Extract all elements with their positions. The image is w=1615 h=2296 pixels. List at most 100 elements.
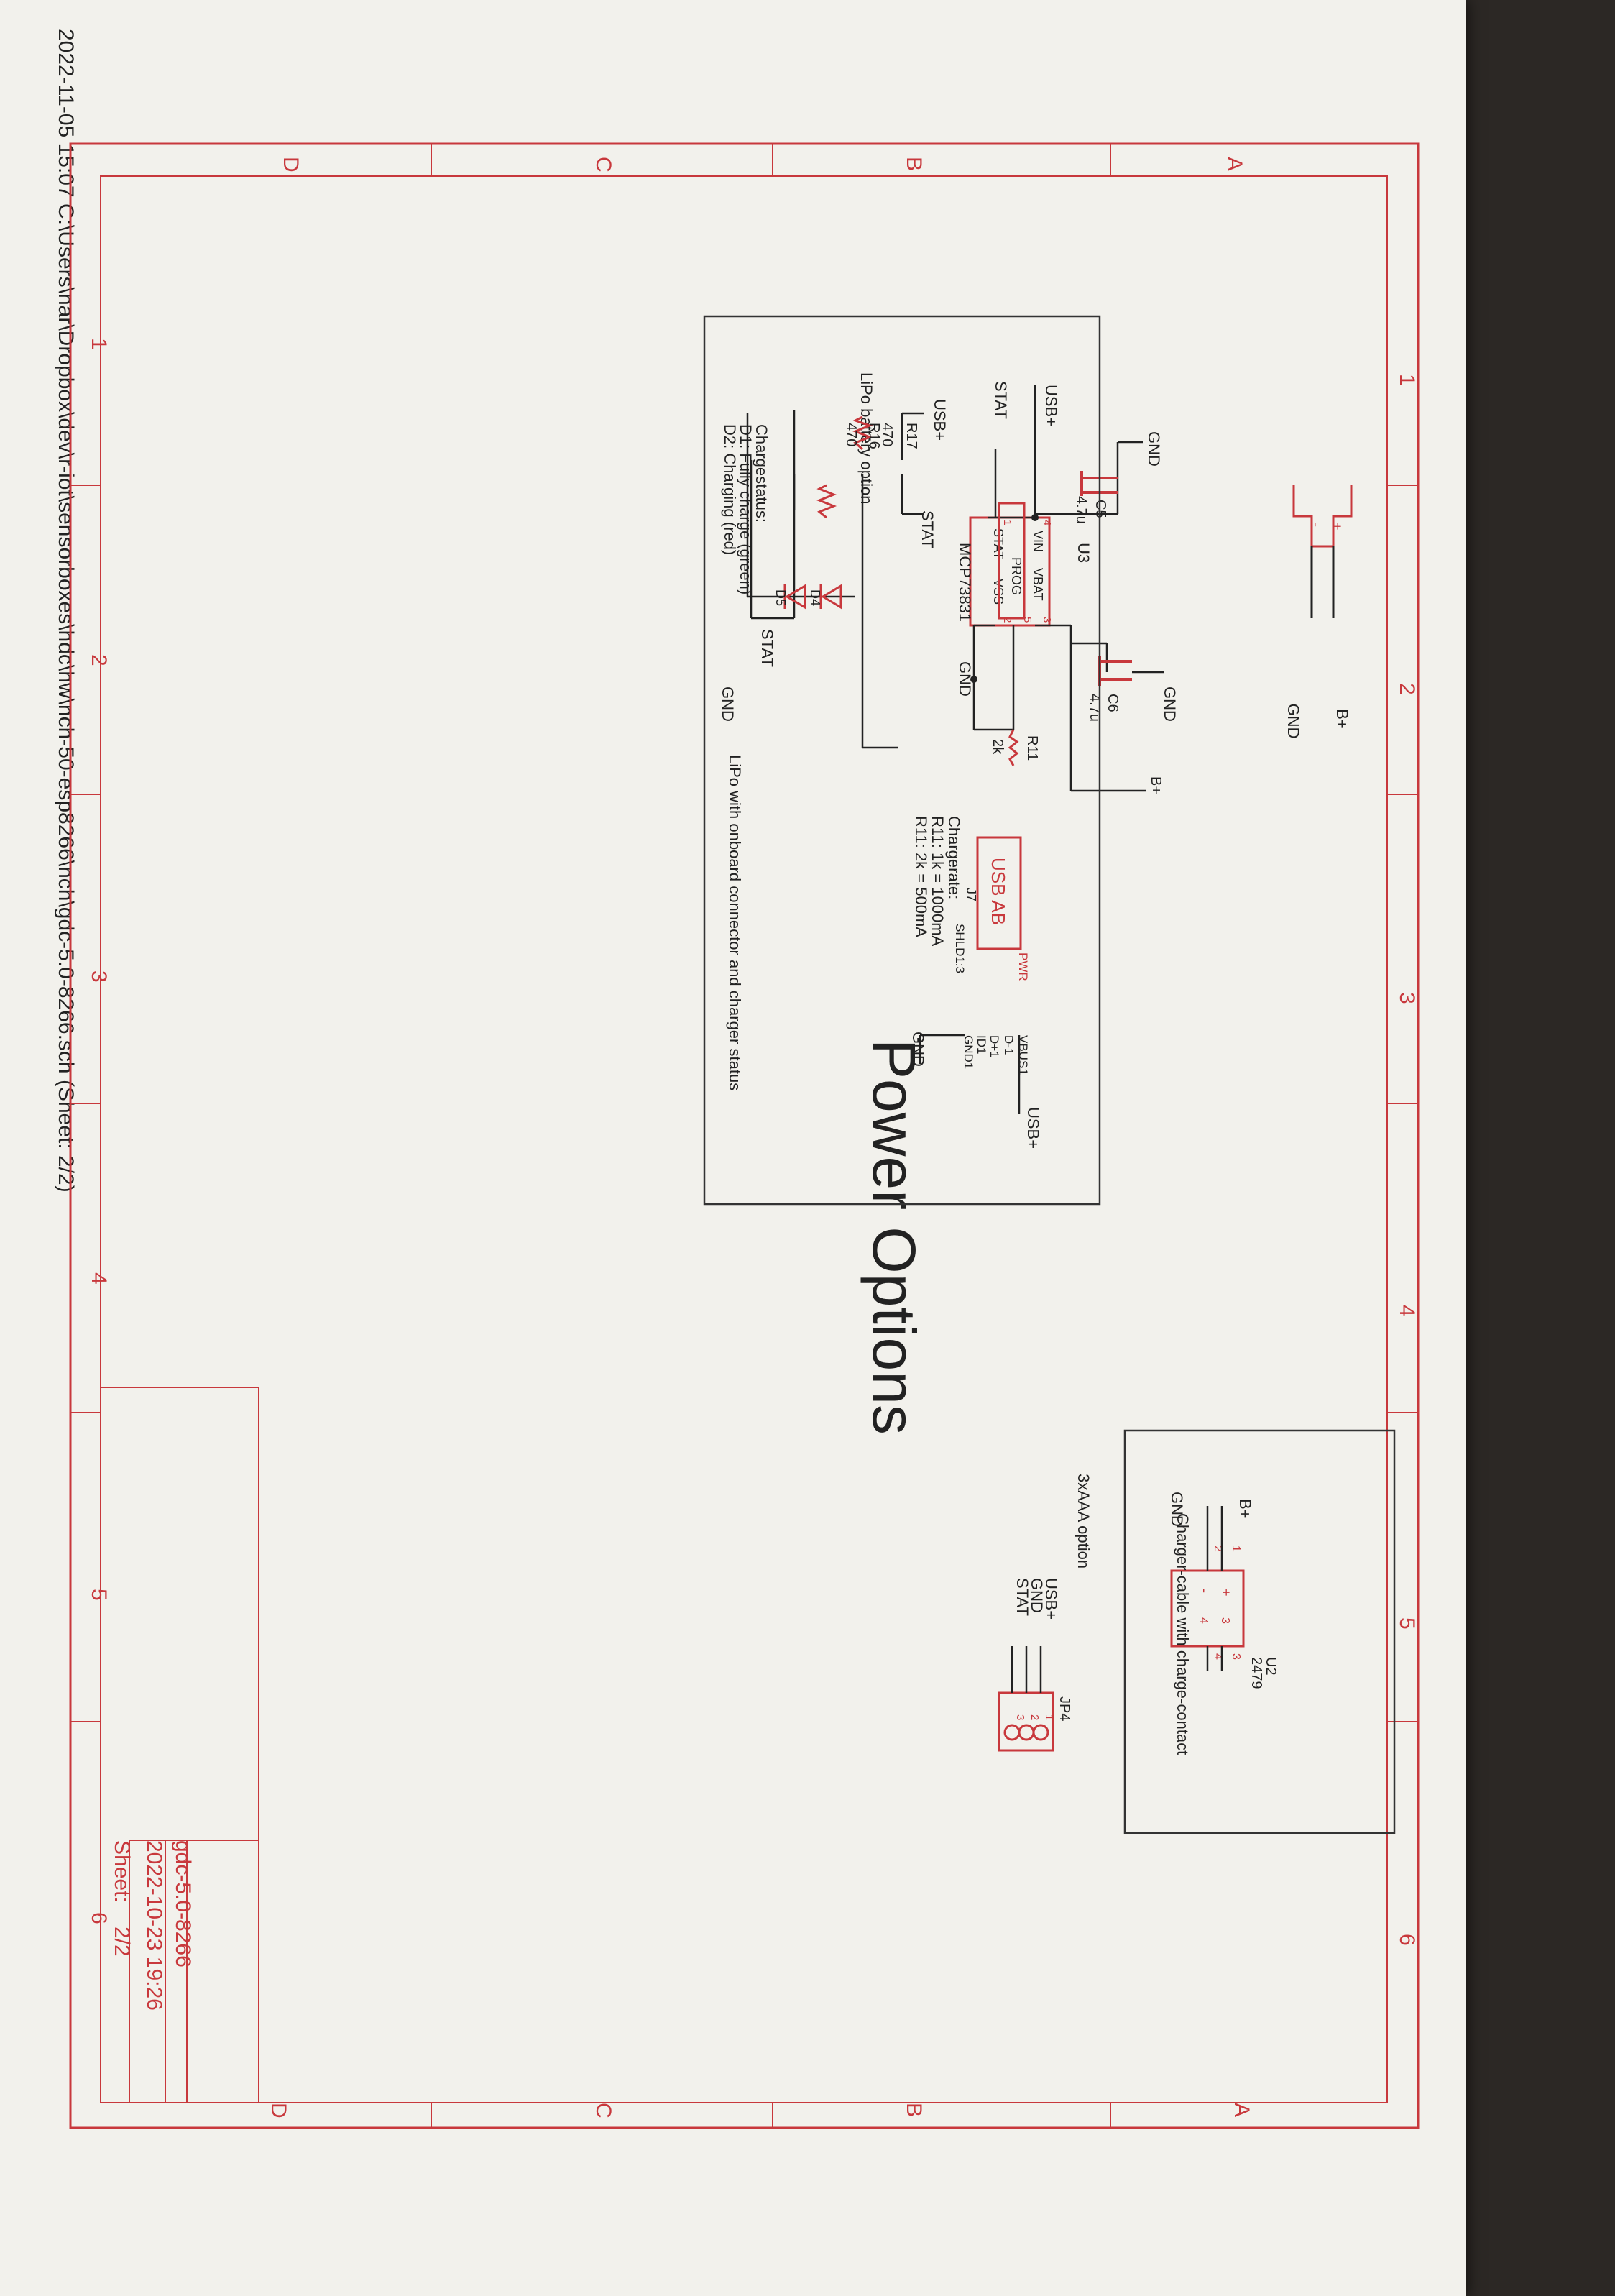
usb-ab-body xyxy=(998,502,1026,620)
col-5-right: 5 xyxy=(1395,1617,1419,1630)
box-stat2-label: STAT xyxy=(758,629,776,667)
row-d-bottom: D xyxy=(267,2103,290,2118)
inner-frame xyxy=(100,175,1388,2103)
u3-pinnum-4: 4 xyxy=(1041,520,1053,525)
charger-section: U3 MCP73831 VIN PROG STAT VBAT VSS 4 1 5… xyxy=(912,381,1179,947)
r16-resistor xyxy=(816,484,837,519)
row-b-bottom: B xyxy=(902,2103,926,2117)
battery-net-bplus: B+ xyxy=(1333,709,1351,729)
chargestatus-d1: D1: Fully charge (green) xyxy=(737,424,755,594)
r17-value: 470 xyxy=(879,423,895,446)
usb-ab-frame xyxy=(976,836,1022,950)
u3-gnd-label: GND xyxy=(956,661,974,697)
u3-pin-prog: PROG xyxy=(1009,557,1023,595)
battery-pin-minus: - xyxy=(1309,523,1323,527)
usb-pin-dplus: D+1 xyxy=(988,1035,1001,1058)
r11-value: 2k xyxy=(990,739,1006,755)
usb-wires xyxy=(919,1034,1021,1114)
chargestatus-title: Chargestatus: xyxy=(753,424,770,523)
row-d-top: D xyxy=(279,157,303,173)
zone-ticks xyxy=(70,144,1418,2128)
c6-value: 4.7u xyxy=(1087,694,1103,722)
d5-led xyxy=(783,584,806,610)
u3-usb-label: USB+ xyxy=(1042,385,1060,426)
aaa-wires xyxy=(1206,1506,1223,1671)
jp4-net-usb: USB+ xyxy=(1042,1578,1060,1620)
page-title: Power Options xyxy=(860,1039,928,1435)
usb-net-usb: USB+ xyxy=(1024,1107,1042,1149)
u2-pin-4-inner: 4 xyxy=(1197,1617,1210,1624)
chargerate-line-2: R11: 2k = 500mA xyxy=(912,816,930,937)
battery-net-gnd: GND xyxy=(1284,704,1302,739)
aaa-net-bplus: B+ xyxy=(1236,1499,1254,1519)
battery-connector xyxy=(1292,485,1353,548)
col-5-left: 5 xyxy=(87,1589,111,1601)
c6-capacitor xyxy=(1098,656,1132,686)
u2-ref: U2 xyxy=(1263,1657,1279,1676)
row-a-top: A xyxy=(1223,157,1246,171)
charger-wires xyxy=(972,385,1146,792)
u2-plus: + xyxy=(1219,1589,1233,1597)
c6-gnd-label: GND xyxy=(1161,686,1179,722)
c6-ref: C6 xyxy=(1105,694,1121,712)
u3-pinnum-2: 2 xyxy=(1001,617,1013,623)
u3-pin-vbat: VBAT xyxy=(1031,568,1045,601)
chargerate-title: Chargerate: xyxy=(945,816,963,899)
u3-ref: U3 xyxy=(1075,543,1092,563)
led-wires xyxy=(746,410,924,749)
col-3-left: 3 xyxy=(87,970,111,983)
onboard-box-caption: LiPo with onboard connector and charger … xyxy=(726,755,744,1090)
col-2-left: 2 xyxy=(87,654,111,666)
u3-pinnum-1: 1 xyxy=(1001,520,1013,525)
junction-usb xyxy=(1031,514,1039,521)
col-2-right: 2 xyxy=(1395,683,1419,695)
bplus-label: B+ xyxy=(1148,776,1164,794)
col-6-right: 6 xyxy=(1395,1934,1419,1946)
box-stat-label: STAT xyxy=(919,510,937,548)
c5-gnd-label: GND xyxy=(1145,431,1163,467)
jp4-pin-1 xyxy=(1032,1724,1049,1741)
title-block-sheet-value: 2/2 xyxy=(110,1927,134,1957)
jp4-ref: JP4 xyxy=(1057,1696,1072,1721)
row-a-bottom: A xyxy=(1230,2103,1253,2117)
row-letters-top: A B C D xyxy=(279,157,1246,173)
u3-stat-label: STAT xyxy=(992,381,1010,419)
u3-pin-vin: VIN xyxy=(1031,531,1045,552)
u2-pin-4: 4 xyxy=(1212,1653,1224,1660)
col-1-right: 1 xyxy=(1395,374,1419,386)
usb-pin-dminus: D-1 xyxy=(1002,1035,1016,1055)
usb-ab-label: USB AB xyxy=(988,858,1009,925)
onboard-box-frame xyxy=(703,315,1101,1206)
charger-cable-box: Charger-cable with charge-contact JP4 1 … xyxy=(998,1429,1396,1834)
usb-pin-pwr: PWR xyxy=(1016,952,1030,981)
r16-value: 470 xyxy=(843,423,859,446)
r16-ref: R16 xyxy=(866,423,882,449)
jp4-pin-3 xyxy=(1003,1724,1021,1741)
usb-net-gnd: GND xyxy=(909,1032,927,1067)
aaa-net-gnd: GND xyxy=(1168,1492,1186,1527)
title-block-sheet-label: Sheet: xyxy=(110,1840,134,1903)
chargestatus-d2: D2: Charging (red) xyxy=(721,424,739,555)
jp4-pinnum-2: 2 xyxy=(1029,1714,1041,1720)
usb-ab-ref: J7 xyxy=(964,888,978,901)
title-block-frame xyxy=(100,1387,259,2103)
r11-resistor xyxy=(1008,729,1019,766)
usb-pin-id: ID1 xyxy=(975,1035,988,1054)
jp4-wires xyxy=(1011,1646,1042,1693)
paper-sheet xyxy=(0,0,1466,2296)
u3-pinnum-5: 5 xyxy=(1021,617,1034,623)
title-block-date: 2022-10-23 19:26 xyxy=(142,1840,166,2011)
col-1-left: 1 xyxy=(87,338,111,350)
outer-frame xyxy=(69,142,1420,2129)
charger-cable-frame xyxy=(1123,1429,1396,1834)
u3-pinnum-3: 3 xyxy=(1041,617,1053,623)
r17-resistor xyxy=(852,415,873,451)
d4-led xyxy=(819,584,842,610)
title-block: gdc-5.0-8266 2022-10-23 19:26 Sheet: 2/2 xyxy=(100,1387,259,2103)
d5-ref: D5 xyxy=(773,589,788,606)
aaa-label: 3xAAA option xyxy=(1075,1474,1092,1569)
u2-pin-3: 3 xyxy=(1230,1653,1242,1660)
usb-pin-shld: SHLD1:3 xyxy=(953,924,967,973)
jp4-pinnum-3: 3 xyxy=(1014,1714,1026,1720)
